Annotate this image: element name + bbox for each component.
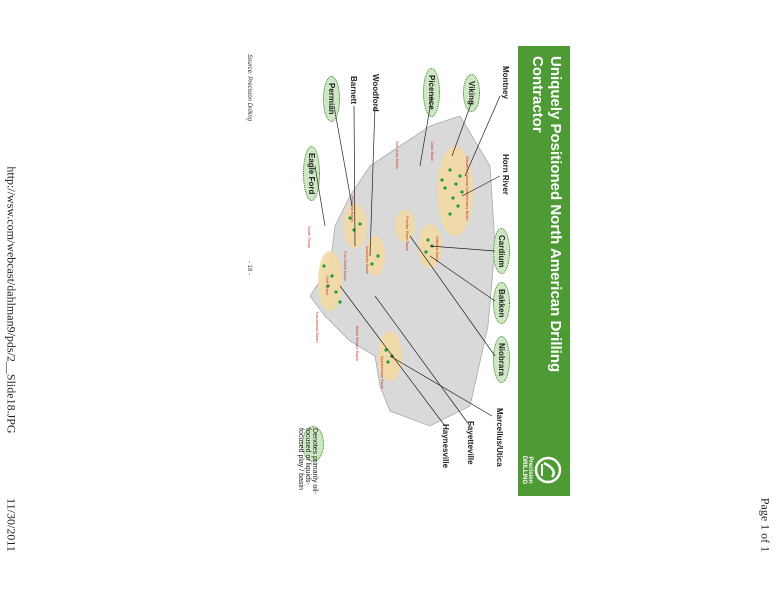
play-picenace: Picenace bbox=[423, 68, 440, 117]
basin-permian bbox=[343, 204, 367, 248]
play-bakken: Bakken bbox=[493, 282, 510, 325]
play-niobrara: Niobrara bbox=[493, 336, 510, 383]
north-america-map bbox=[309, 115, 496, 427]
logo-caption: Precision DRILLING bbox=[521, 455, 533, 485]
play-viking: Viking bbox=[463, 74, 480, 112]
basin-powder bbox=[395, 210, 415, 242]
play-permian: Permian bbox=[323, 76, 340, 122]
basin-label-wcsb: Western Canada Sedimentary Basin bbox=[465, 156, 470, 221]
basin-label-powder: Powder River Basin bbox=[405, 216, 410, 252]
basin-label-gulf: Gulf Coast bbox=[325, 276, 330, 295]
precision-drilling-logo bbox=[534, 456, 562, 484]
play-marcellus-utica: Marcellus/Utica bbox=[495, 408, 504, 467]
basin-label-tuscaloosa: Tuscaloosa Basin bbox=[315, 311, 320, 343]
basin-label-san-juan: San Juan Basin bbox=[395, 141, 400, 170]
play-eagle-ford: Eagle Ford bbox=[303, 146, 320, 202]
basin-label-appalachian: Appalachian Basin bbox=[380, 356, 385, 390]
basin-label-uinta: Uinta Basin bbox=[430, 141, 435, 162]
play-barnett: Barnett bbox=[349, 76, 358, 105]
play-woodford: Woodford bbox=[371, 74, 380, 112]
slide-page-number: - 18 - bbox=[246, 261, 252, 276]
basin-label-south-texas: South Texas bbox=[307, 226, 312, 248]
play-haynesville: Haynesville bbox=[441, 424, 450, 469]
basin-label-anadarko: Anadarko Basin bbox=[365, 246, 370, 275]
page-url[interactable]: http://wsw.com/webcast/dahlman9/pds/2__S… bbox=[4, 166, 19, 434]
basin-label-fort-worth: Fort Worth Basin bbox=[343, 251, 348, 281]
page-date: 11/30/2011 bbox=[4, 498, 19, 552]
play-montney: Montney bbox=[501, 66, 510, 99]
legend-text: Denotes primarily oil-focused or liquids… bbox=[297, 428, 318, 494]
source-note: Source: Precision Drilling bbox=[246, 54, 252, 122]
basin-gulf bbox=[318, 251, 342, 311]
page-counter: Page 1 of 1 bbox=[758, 497, 773, 553]
basin-label-black-warrior: Black Warrior Basin bbox=[355, 326, 360, 361]
play-fayetteville: Fayetteville bbox=[466, 421, 475, 465]
basin-label-williston: Williston Basin bbox=[435, 236, 440, 263]
slide-title: Uniquely Positioned North American Drill… bbox=[529, 56, 564, 373]
slide-image: Uniquely Positioned North American Drill… bbox=[240, 46, 570, 496]
play-cardium: Cardium bbox=[493, 228, 510, 275]
slide-banner: Uniquely Positioned North American Drill… bbox=[518, 46, 570, 496]
play-horn-river: Horn River bbox=[501, 154, 510, 195]
basin-label-permian: Permian Basin bbox=[350, 196, 355, 223]
basin-wcsb bbox=[437, 146, 473, 236]
